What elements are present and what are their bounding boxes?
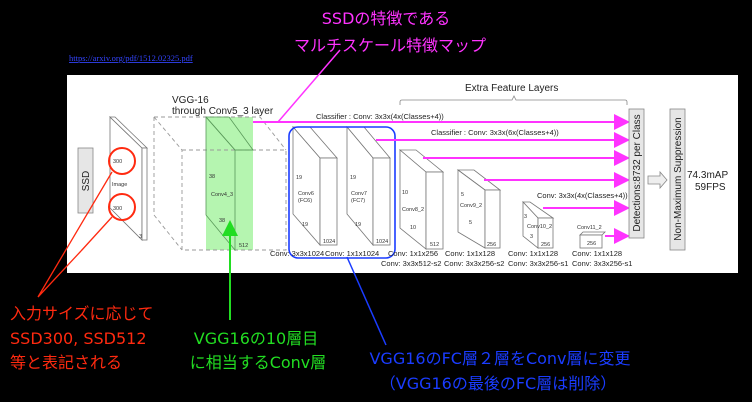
conv10-2-op1: Conv: 1x1x128: [508, 249, 558, 258]
magenta-pointer-line: [277, 49, 341, 123]
green-annotation-line-1: VGG16の10層目: [194, 329, 318, 348]
input-size-circle-1: [108, 147, 136, 175]
image-channels: 3: [139, 234, 142, 240]
nms-box: [669, 108, 686, 251]
red-annotation-line-3: 等と表記される: [10, 353, 122, 372]
conv6-sublabel: (FC6): [298, 198, 312, 204]
conv9-2-channels: 256: [487, 242, 496, 248]
green-annotation-line-2: に相当するConv層: [190, 353, 327, 372]
nms-label: Non-Maximum Suppression: [673, 117, 684, 240]
image-label: Image: [112, 182, 127, 188]
red-annotation-line-2: SSD300, SSD512: [10, 329, 147, 348]
paper-link-text[interactable]: https://arxiv.org/pdf/1512.02325.pdf: [69, 53, 193, 63]
conv4-3-label: Conv4_3: [211, 192, 233, 198]
red-annotation-line-1: 入力サイズに応じて: [10, 304, 154, 323]
conv11-2-op1: Conv: 1x1x128: [572, 249, 622, 258]
conv4-3-channels: 512: [239, 243, 248, 249]
detections-label: Detections:8732 per Class: [632, 114, 643, 231]
fc-layers-highlight: [288, 126, 396, 259]
conv4-3-width: 38: [219, 218, 225, 224]
conv7-height: 19: [350, 175, 356, 181]
conv9-2-width: 5: [469, 220, 472, 226]
conv7-block: 19 Conv7 (FC7) 19 1024: [346, 125, 391, 247]
conv11-2-op2: Conv: 3x3x256-s1: [572, 259, 632, 268]
conv8-2-width: 10: [410, 225, 416, 231]
image-height: 300: [113, 159, 122, 165]
conv6-label: Conv6: [298, 191, 314, 197]
fps-score: 59FPS: [695, 182, 726, 193]
conv6-op: Conv: 3x3x1024: [270, 249, 324, 258]
conv6-block: 19 Conv6 (FC6) 19 1024: [292, 125, 338, 247]
input-size-circle-2: [108, 193, 136, 221]
conv7-sublabel: (FC7): [351, 198, 365, 204]
conv8-2-op2: Conv: 3x3x512-s2: [381, 259, 441, 268]
red-pointer-line: [37, 171, 113, 298]
conv6-channels: 1024: [323, 239, 335, 245]
conv10-2-op2: Conv: 3x3x256-s1: [508, 259, 568, 268]
conv8-2-channels: 512: [430, 242, 439, 248]
magenta-annotation-line-1: SSDの特徴である: [322, 9, 450, 28]
nms-arrow-icon: [647, 170, 668, 190]
conv7-label: Conv7: [351, 191, 367, 197]
conv8-2-op1: Conv: 1x1x256: [388, 249, 438, 258]
classifier-label-2: Classifier : Conv: 3x3x(6x(Classes+4)): [431, 128, 559, 137]
conv11-2-label: Conv11_2: [577, 225, 602, 231]
ssd-label: SSD: [81, 171, 92, 192]
extra-layers-bracket: [399, 95, 628, 105]
classifier-label-1: Classifier : Conv: 3x3x(4x(Classes+4)): [316, 112, 444, 121]
extra-feature-layers-title: Extra Feature Layers: [465, 83, 558, 94]
magenta-annotation-line-2: マルチスケール特徴マップ: [294, 36, 486, 55]
conv10-2-channels: 256: [541, 242, 550, 248]
conv8-2-height: 10: [402, 190, 408, 196]
image-width: 300: [113, 206, 122, 212]
conv9-2-op2: Conv: 3x3x256-s2: [444, 259, 504, 268]
blue-pointer-line: [346, 256, 387, 346]
red-pointer-line-2: [80, 216, 113, 252]
conv9-2-label: Conv9_2: [460, 203, 482, 209]
conv7-op: Conv: 1x1x1024: [325, 249, 379, 258]
conv8-2-block: 10 Conv8_2 10 512: [398, 149, 445, 250]
conv10-2-width: 3: [530, 234, 533, 240]
conv9-2-block: 5 Conv9_2 5 256: [456, 169, 502, 249]
conv11-2-channels: 256: [587, 241, 596, 247]
conv7-width: 19: [355, 222, 361, 228]
conv8-2-label: Conv8_2: [402, 207, 424, 213]
classifier-arrows: [253, 114, 630, 244]
conv4-3-height: 38: [209, 174, 215, 180]
conv11-2-block: Conv11_2 256: [577, 225, 606, 249]
vgg-title: VGG-16: [172, 95, 209, 106]
conv9-2-op1: Conv: 1x1x128: [445, 249, 495, 258]
detections-box: [628, 108, 645, 239]
conv7-channels: 1024: [376, 239, 388, 245]
blue-annotation-line-2: （VGG16の最後のFC層は削除）: [380, 374, 616, 393]
conv10-2-block: 3 Conv10_2 3 256: [522, 200, 555, 249]
conv6-width: 19: [302, 222, 308, 228]
conv10-2-height: 3: [524, 214, 527, 220]
conv10-2-label: Conv10_2: [527, 224, 552, 230]
classifier-label-3: Conv: 3x3x(4x(Classes+4)): [537, 191, 628, 200]
paper-link[interactable]: https://arxiv.org/pdf/1512.02325.pdf: [69, 53, 193, 63]
conv6-height: 19: [296, 175, 302, 181]
blue-annotation-line-1: VGG16のFC層２層をConv層に変更: [369, 349, 630, 368]
ssd-label-box: SSD: [77, 147, 94, 214]
conv9-2-height: 5: [461, 192, 464, 198]
map-score: 74.3mAP: [687, 170, 728, 181]
vgg-subtitle: through Conv5_3 layer: [172, 106, 274, 117]
